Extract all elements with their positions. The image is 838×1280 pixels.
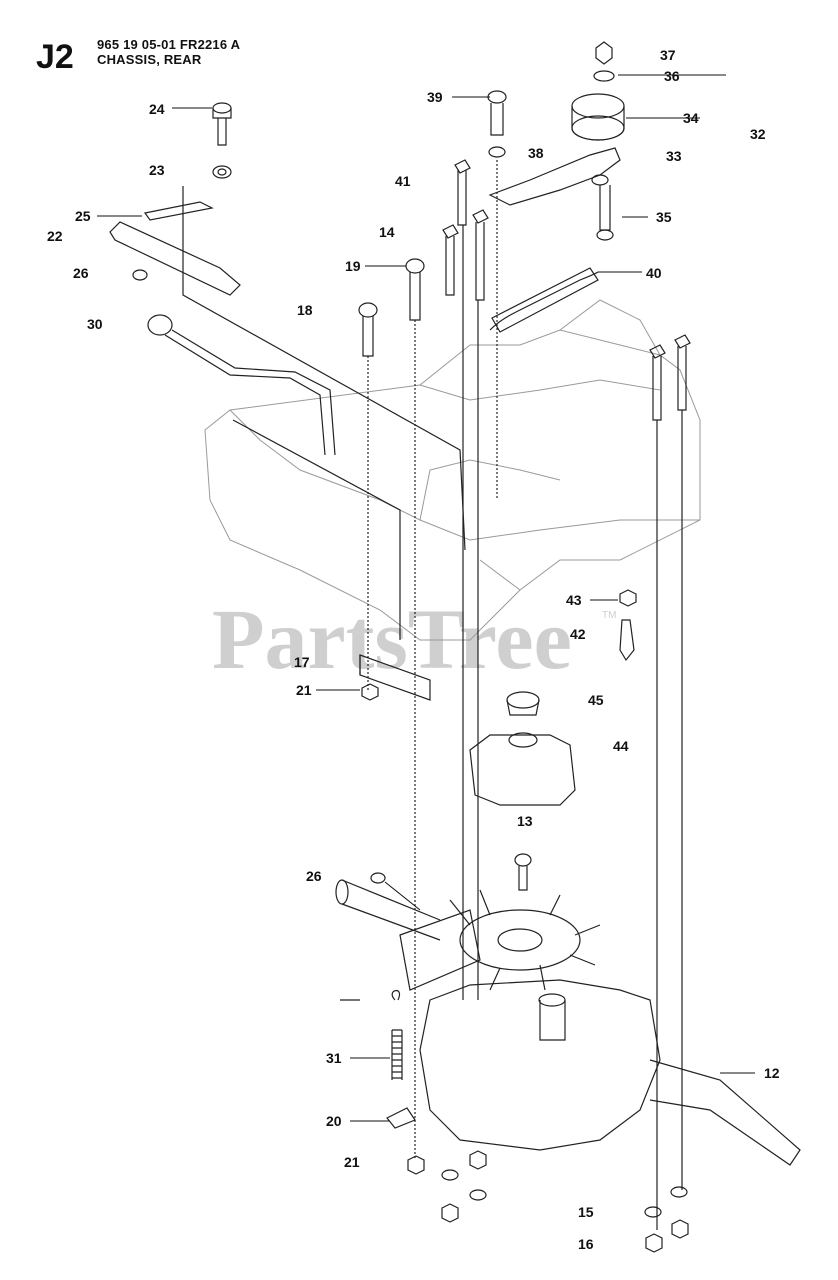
callout-26-top: 26 xyxy=(73,265,89,281)
callout-23: 23 xyxy=(149,162,165,178)
callout-43: 43 xyxy=(566,592,582,608)
callout-21-bottom: 21 xyxy=(344,1154,360,1170)
callout-25: 25 xyxy=(75,208,91,224)
callout-37: 37 xyxy=(660,47,676,63)
callout-labels: 37 36 34 32 33 38 39 24 23 41 25 22 14 3… xyxy=(47,47,780,1252)
section-title: CHASSIS, REAR xyxy=(97,52,202,67)
callout-34: 34 xyxy=(683,110,699,126)
callout-16: 16 xyxy=(578,1236,594,1252)
part-number-line: 965 19 05-01 FR2216 A xyxy=(97,37,241,52)
callout-15: 15 xyxy=(578,1204,594,1220)
callout-24: 24 xyxy=(149,101,165,117)
transmission-assembly xyxy=(335,853,801,1166)
callout-40: 40 xyxy=(646,265,662,281)
callout-19: 19 xyxy=(345,258,361,274)
callout-26-bottom: 26 xyxy=(306,868,322,884)
callout-39: 39 xyxy=(427,89,443,105)
chassis-frame xyxy=(204,299,701,641)
bracket-and-nuts xyxy=(359,589,637,701)
callout-41: 41 xyxy=(395,173,411,189)
reservoir-tank xyxy=(469,691,576,806)
pulley-tensioner-assembly xyxy=(487,41,625,500)
callout-14: 14 xyxy=(379,224,395,240)
callout-31: 31 xyxy=(326,1050,342,1066)
bottom-nuts xyxy=(407,1150,689,1253)
callout-45: 45 xyxy=(588,692,604,708)
callout-44: 44 xyxy=(613,738,629,754)
callout-12: 12 xyxy=(764,1065,780,1081)
watermark-tm: TM xyxy=(602,610,616,621)
callout-36: 36 xyxy=(664,68,680,84)
callout-33: 33 xyxy=(666,148,682,164)
callout-32: 32 xyxy=(750,126,766,142)
leader-lines xyxy=(97,74,755,1122)
callout-18: 18 xyxy=(297,302,313,318)
lever-assembly xyxy=(109,102,466,640)
callout-42: 42 xyxy=(570,626,586,642)
callout-13: 13 xyxy=(517,813,533,829)
spring-and-washer xyxy=(386,990,416,1129)
callout-30: 30 xyxy=(87,316,103,332)
watermark: PartsTree xyxy=(212,591,572,687)
callout-35: 35 xyxy=(656,209,672,225)
diagram-code: J2 xyxy=(36,38,74,76)
callout-21-mid: 21 xyxy=(296,682,312,698)
callout-22: 22 xyxy=(47,228,63,244)
callout-20: 20 xyxy=(326,1113,342,1129)
callout-17: 17 xyxy=(294,654,310,670)
callout-38: 38 xyxy=(528,145,544,161)
